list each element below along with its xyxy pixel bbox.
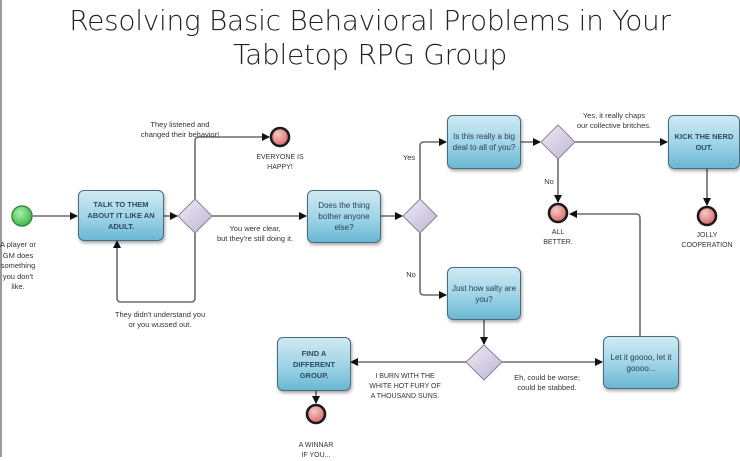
edge-label-burn: I BURN WITH THE WHITE HOT FURY OF A THOU… — [360, 372, 450, 402]
label-line: our collective britches. — [576, 121, 652, 130]
start-event-circle — [11, 205, 33, 227]
task-kick-label: KICK THE NERD OUT. — [674, 132, 734, 152]
edge-label-no-big-deal: No — [538, 177, 560, 187]
task-let-go-label: Let it goooo, let it goooo... — [610, 352, 672, 373]
label-line: IF YOU... — [301, 452, 331, 459]
gateway-bother — [402, 198, 438, 234]
label-text: Yes — [402, 153, 416, 162]
gateway-big-deal — [540, 124, 576, 160]
end-event-jolly — [696, 205, 718, 227]
task-bother-label: Does the thing bother anyone else? — [318, 201, 370, 232]
label-line: JOLLY — [696, 232, 718, 239]
label-line: ALL — [551, 229, 565, 236]
end-event-all-better — [547, 202, 569, 224]
gateway-talk — [177, 198, 213, 234]
label-line: WHITE HOT FURY OF — [369, 383, 441, 390]
start-label-line: GM does — [2, 250, 34, 260]
end-event-winnar-label: A WINNAR IF YOU... — [286, 441, 346, 461]
start-label-line: like. — [11, 282, 25, 291]
task-kick-the-nerd: KICK THE NERD OUT. — [668, 115, 740, 169]
end-event-all-better-label: ALL BETTER. — [533, 228, 583, 248]
page-title: Resolving Basic Behavioral Problems in Y… — [0, 4, 740, 72]
edge-label-yes-big-deal: Yes, it really chaps our collective brit… — [565, 111, 663, 131]
edge-didnt-understand — [113, 233, 196, 303]
end-event-everyone-happy — [269, 126, 291, 148]
task-how-salty: Just how salty are you? — [447, 267, 521, 320]
task-big-deal-label: Is this really a big deal to all of you? — [452, 132, 516, 152]
end-event-winnar — [305, 403, 327, 425]
label-text: No — [544, 177, 554, 186]
edge-label-could-be-worse: Eh, could be worse; could be stabbed. — [502, 373, 592, 393]
task-talk-to-them: TALK TO THEM ABOUT IT LIKE AN ADULT. — [78, 190, 164, 241]
gateway-salty — [465, 344, 503, 381]
label-line: A THOUSAND SUNS. — [370, 393, 440, 400]
end-event-jolly-label: JOLLY COOPERATION — [672, 231, 740, 251]
edge-listened — [194, 133, 270, 199]
start-label-line: A player or — [0, 240, 36, 249]
label-line: They didn't understand you — [114, 310, 206, 319]
frame-border — [0, 0, 2, 457]
task-find-different-group: FIND A DIFFERENT GROUP. — [277, 337, 351, 391]
edge-label-yes-bother: Yes — [398, 153, 420, 163]
label-line: or you wussed out. — [128, 320, 192, 329]
edge-no-bother — [419, 233, 447, 299]
label-line: COOPERATION — [681, 242, 733, 249]
label-line: EVERYONE IS — [256, 154, 304, 161]
end-event-everyone-happy-label: EVERYONE IS HAPPY! — [250, 153, 310, 173]
label-text: No — [406, 270, 416, 279]
label-line: but they're still doing it. — [216, 234, 294, 243]
task-does-it-bother: Does the thing bother anyone else? — [307, 190, 381, 243]
task-talk-label: TALK TO THEM ABOUT IT LIKE AN ADULT. — [87, 200, 155, 231]
edge-label-listened: They listened and changed their behavior… — [130, 120, 230, 140]
title-line-1: Resolving Basic Behavioral Problems in Y… — [69, 4, 671, 37]
label-line: They listened and — [150, 120, 210, 129]
label-line: changed their behavior! — [140, 130, 220, 139]
label-line: I BURN WITH THE — [375, 373, 435, 380]
title-line-2: Tabletop RPG Group — [233, 38, 507, 71]
task-salty-label: Just how salty are you? — [451, 283, 517, 304]
task-let-it-go: Let it goooo, let it goooo... — [603, 336, 679, 389]
label-line: HAPPY! — [267, 164, 293, 171]
label-line: Yes, it really chaps — [582, 111, 646, 120]
edge-yes-bother — [419, 138, 447, 199]
task-different-group-label: FIND A DIFFERENT GROUP. — [292, 348, 336, 380]
edge-label-clear: You were clear, but they're still doing … — [205, 224, 305, 244]
start-label-line: you don't — [2, 271, 34, 281]
label-line: BETTER. — [543, 239, 573, 246]
edge-label-no-bother: No — [400, 270, 422, 280]
start-label-line: something — [0, 261, 36, 270]
edge-letgo-allbetter — [569, 210, 641, 336]
label-line: You were clear, — [229, 224, 281, 233]
task-big-deal: Is this really a big deal to all of you? — [447, 115, 521, 169]
edge-label-didnt-understand: They didn't understand you or you wussed… — [100, 310, 220, 330]
label-line: A WINNAR — [298, 442, 334, 449]
start-event-label: A player or GM does something you don't … — [0, 240, 40, 293]
label-line: Eh, could be worse; — [514, 373, 580, 382]
label-line: could be stabbed. — [517, 383, 577, 392]
